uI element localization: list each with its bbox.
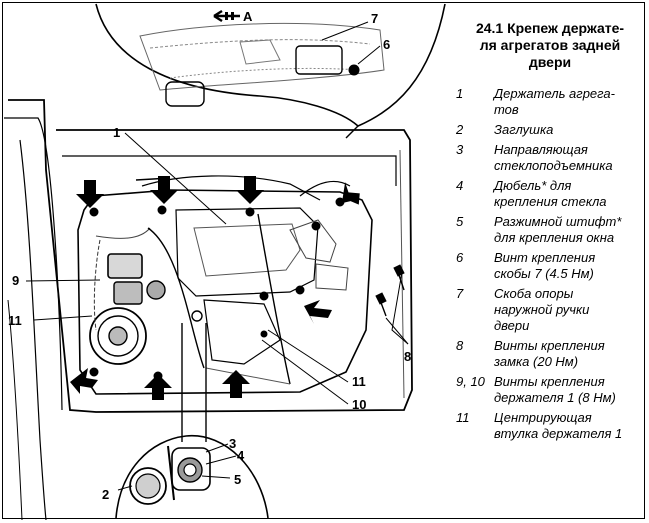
view-marker-label: A bbox=[243, 9, 253, 24]
callout-10: 10 bbox=[352, 397, 366, 412]
door-outline bbox=[4, 99, 413, 521]
legend-item-number: 1 bbox=[456, 86, 464, 101]
figure-title-line: ля агрегатов задней bbox=[479, 37, 621, 53]
lock-screws bbox=[375, 264, 405, 317]
legend-list: 1 Держатель агрега-тов 2 Заглушка 3 Направляю… bbox=[456, 86, 644, 442]
legend-item-line: Направляющая bbox=[494, 142, 588, 157]
legend-item: 1 Держатель агрега-тов bbox=[456, 86, 644, 118]
legend-item-number: 3 bbox=[456, 142, 464, 157]
legend-item-line: Дюбель* для bbox=[494, 178, 572, 193]
legend-item-line: втулка держателя 1 bbox=[494, 426, 623, 441]
legend-item-line: держателя 1 (8 Нм) bbox=[494, 390, 616, 405]
legend-item-line: Винты крепления bbox=[494, 374, 605, 389]
legend-item: 2 Заглушка bbox=[456, 122, 644, 138]
callout-6: 6 bbox=[383, 37, 390, 52]
legend-item-number: 5 bbox=[456, 214, 464, 229]
legend-item-line: наружной ручки bbox=[494, 302, 590, 317]
callout-3: 3 bbox=[229, 436, 236, 451]
legend-item-text: Заглушка bbox=[494, 122, 644, 138]
legend-item-line: стеклоподъемника bbox=[494, 158, 613, 173]
detail-view-handle bbox=[95, 3, 446, 127]
callout-9: 9 bbox=[12, 273, 19, 288]
legend-item-number: 4 bbox=[456, 178, 464, 193]
legend-item-text: Разжимной штифт*для крепления окна bbox=[494, 214, 644, 246]
callout-5: 5 bbox=[234, 472, 241, 487]
figure-title: 24.1 Крепеж держате- ля агрегатов задней… bbox=[456, 20, 644, 71]
legend-item: 5 Разжимной штифт*для крепления окна bbox=[456, 214, 644, 246]
legend-item-line: Винты крепления bbox=[494, 338, 605, 353]
legend-item-line: Разжимной штифт* bbox=[494, 214, 622, 229]
legend-item-line: для крепления окна bbox=[494, 230, 615, 245]
callout-1: 1 bbox=[113, 125, 120, 140]
legend-item-line: замка (20 Нм) bbox=[494, 354, 579, 369]
callout-7: 7 bbox=[371, 11, 378, 26]
callout-4: 4 bbox=[237, 448, 245, 463]
legend-item-number: 8 bbox=[456, 338, 464, 353]
figure-frame bbox=[2, 2, 645, 519]
legend-item-line: тов bbox=[494, 102, 519, 117]
legend-item-number: 6 bbox=[456, 250, 464, 265]
figure-title-line: 24.1 Крепеж держате- bbox=[475, 20, 625, 36]
fastener-arrows bbox=[70, 176, 360, 400]
detail-connector bbox=[345, 125, 359, 139]
legend-item-line: Центрирующая bbox=[494, 410, 592, 425]
legend-item-line: Заглушка bbox=[494, 122, 554, 137]
legend-item-number: 9, 10 bbox=[456, 374, 485, 389]
legend-item-text: Держатель агрега-тов bbox=[494, 86, 644, 118]
legend-item-line: крепления стекла bbox=[494, 194, 607, 209]
legend-item-number: 7 bbox=[456, 286, 464, 301]
callout-labels: 1 2 3 4 5 6 7 8 9 10 11 11 bbox=[8, 11, 411, 502]
legend-item-line: Винт крепления bbox=[494, 250, 596, 265]
callout-11-left: 11 bbox=[8, 313, 22, 328]
callout-2: 2 bbox=[102, 487, 109, 502]
detail-view-glass-mount bbox=[115, 323, 269, 519]
legend-panel: 24.1 Крепеж держате- ля агрегатов задней… bbox=[456, 20, 644, 446]
aggregate-carrier bbox=[77, 175, 373, 395]
callout-11-right: 11 bbox=[352, 374, 366, 389]
legend-item-number: 11 bbox=[456, 410, 470, 425]
legend-item-line: Держатель агрега- bbox=[494, 86, 615, 101]
legend-item-line: Скоба опоры bbox=[494, 286, 574, 301]
legend-item-number: 2 bbox=[456, 122, 464, 137]
callout-8: 8 bbox=[404, 349, 411, 364]
leader-lines bbox=[25, 21, 409, 491]
legend-item-line: скобы 7 (4.5 Нм) bbox=[494, 266, 594, 281]
figure-title-line: двери bbox=[528, 54, 572, 70]
legend-item-line: двери bbox=[494, 318, 530, 333]
view-arrow-a: A bbox=[213, 9, 253, 24]
